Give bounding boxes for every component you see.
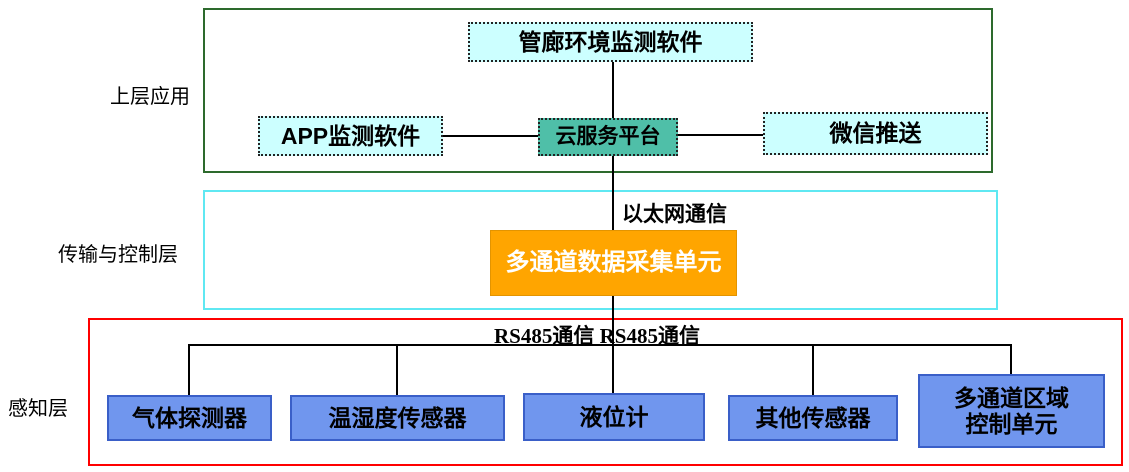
node-wechat-push: 微信推送 — [763, 112, 988, 155]
drop-to-area-control — [1010, 344, 1012, 374]
ethernet-label: 以太网通信 — [622, 202, 727, 226]
perception-layer-frame — [88, 318, 1123, 466]
transport-layer-frame — [203, 190, 998, 310]
connector-app-to-cloud — [443, 135, 538, 137]
node-cloud-platform: 云服务平台 — [538, 118, 678, 156]
connector-monitor-to-cloud — [612, 62, 614, 118]
node-level-meter: 液位计 — [523, 393, 705, 441]
node-app-software: APP监测软件 — [258, 116, 443, 156]
transport-layer-label: 传输与控制层 — [58, 244, 178, 266]
perception-layer-label: 感知层 — [8, 398, 68, 420]
node-area-control-unit: 多通道区域 控制单元 — [918, 374, 1105, 448]
node-daq-unit: 多通道数据采集单元 — [490, 230, 737, 296]
node-temp-humidity-sensor: 温湿度传感器 — [290, 395, 505, 441]
rs485-bus-line — [189, 344, 1012, 346]
connector-daq-to-bus — [612, 296, 614, 345]
node-gas-detector: 气体探测器 — [107, 395, 272, 441]
node-monitor-software: 管廊环境监测软件 — [468, 22, 753, 62]
upper-layer-frame — [203, 8, 993, 173]
node-other-sensors: 其他传感器 — [728, 395, 898, 441]
rs485-label: RS485通信 RS485通信 — [494, 324, 700, 348]
drop-to-other-sensors — [812, 344, 814, 395]
connector-cloud-to-wechat — [678, 134, 763, 136]
drop-to-temp-humidity — [396, 344, 398, 395]
upper-layer-label: 上层应用 — [110, 86, 190, 108]
drop-to-level-meter — [612, 344, 614, 393]
drop-to-gas-detector — [188, 344, 190, 395]
connector-cloud-to-daq — [612, 156, 614, 230]
